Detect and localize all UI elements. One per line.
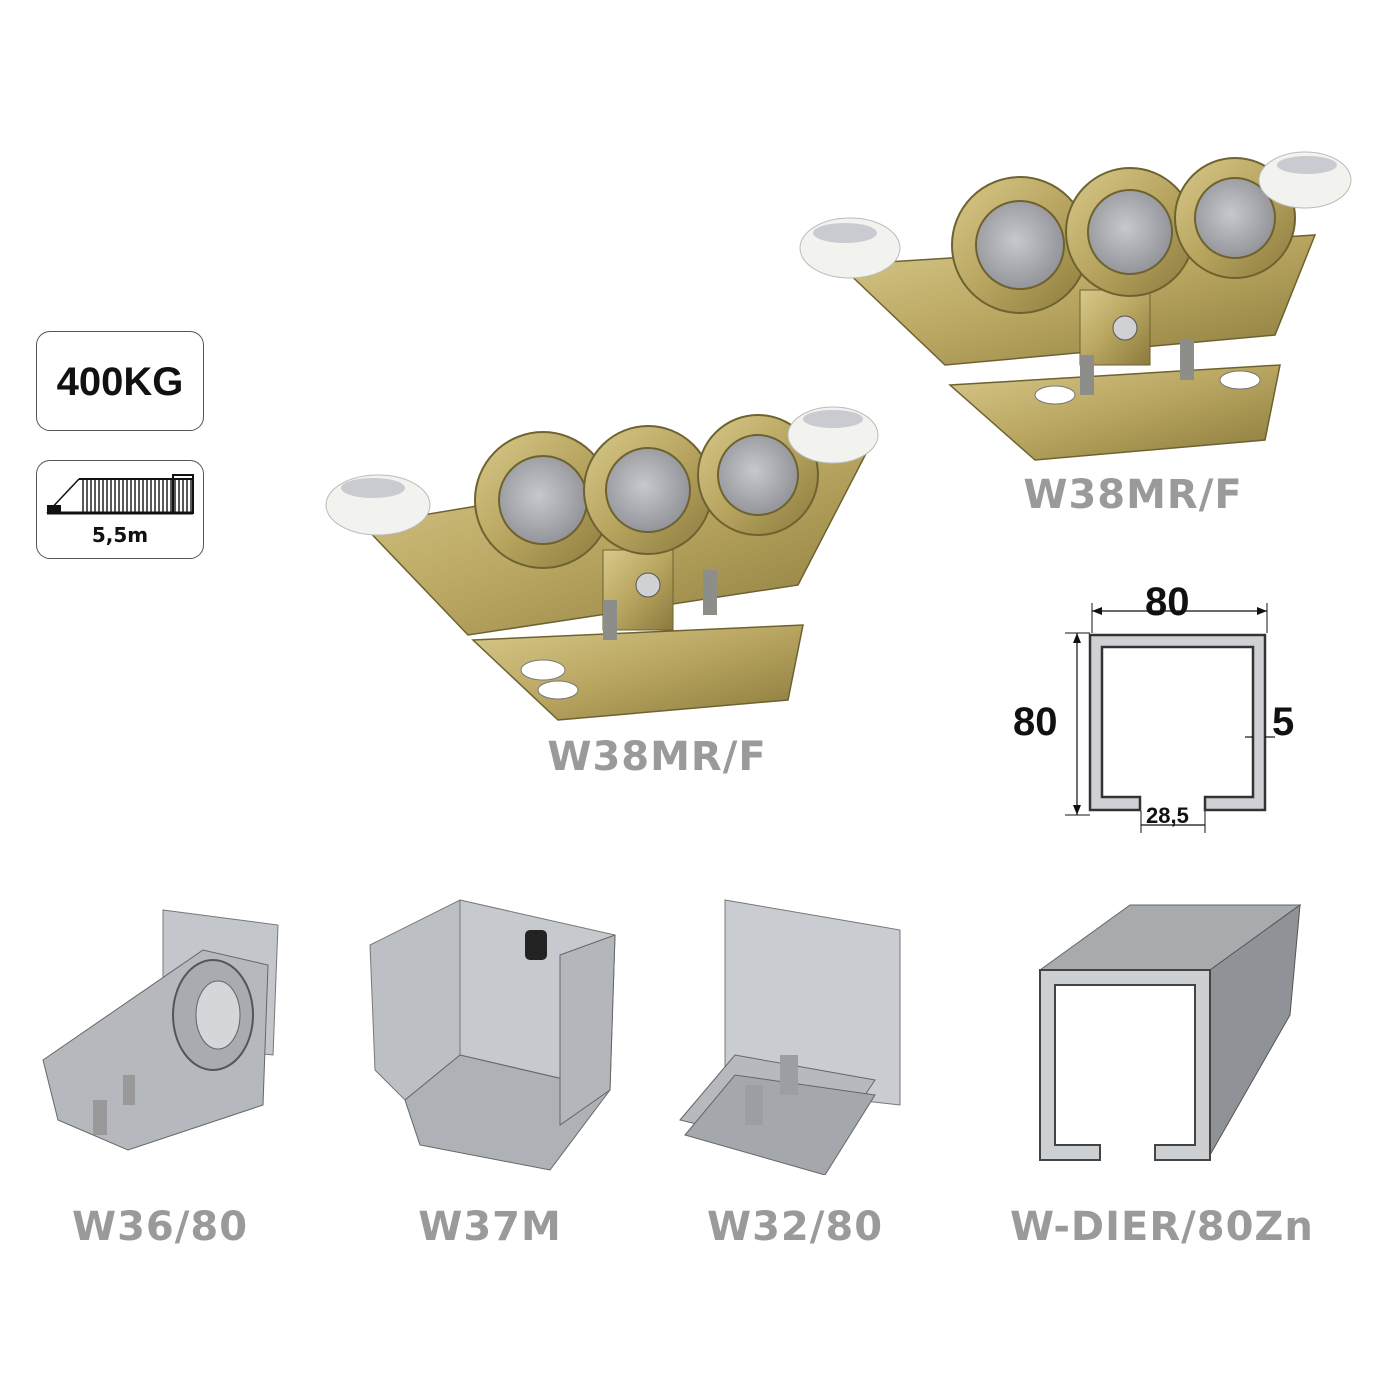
guide-roller-label: W36/80	[71, 1204, 249, 1250]
max-length-text: 5,5m	[91, 523, 149, 547]
profile-height: 80	[1013, 700, 1058, 744]
max-weight-badge: 400KG	[36, 331, 204, 431]
profile-thickness: 5	[1272, 700, 1295, 744]
sliding-gate-icon	[46, 474, 194, 515]
profile-width: 80	[1145, 580, 1190, 624]
max-length-badge: 5,5m	[36, 460, 204, 559]
guide-roller-image	[42, 909, 279, 1151]
rail-label: W-DIER/80Zn	[1010, 1204, 1314, 1250]
max-weight-text: 400KG	[56, 360, 184, 404]
end-stop-label: W37M	[418, 1204, 562, 1250]
support-plate-image	[679, 899, 901, 1175]
carriage-large-image	[799, 151, 1352, 461]
end-stop-image	[369, 899, 616, 1171]
profile-diagram	[1065, 603, 1275, 833]
profile-slot: 28,5	[1146, 803, 1189, 828]
rail-image	[1038, 903, 1302, 1161]
carriage-main-image	[325, 406, 879, 721]
support-plate-label: W32/80	[706, 1204, 884, 1250]
carriage-large-label: W38MR/F	[1023, 472, 1243, 518]
carriage-main-label: W38MR/F	[547, 734, 767, 780]
